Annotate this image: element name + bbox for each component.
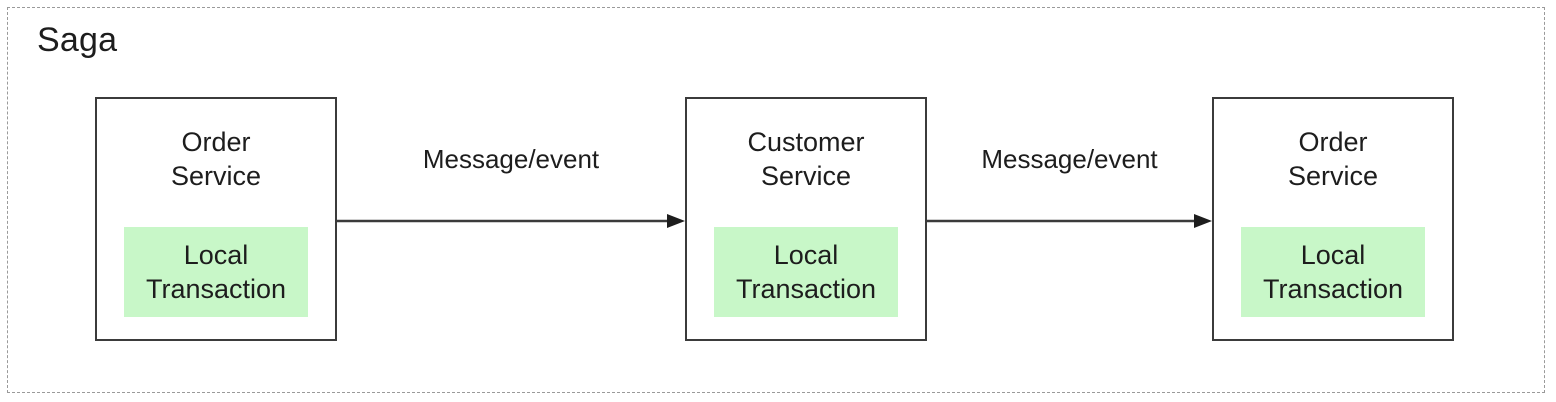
saga-group-frame <box>7 7 1545 393</box>
edge-label-message-event-1: Message/event <box>422 144 600 174</box>
service-box-customer-service[interactable]: Customer Service Local Transaction <box>685 97 927 341</box>
local-transaction-label: Local Transaction <box>1262 240 1404 304</box>
service-title: Order Service <box>170 127 262 191</box>
arrow-right-icon <box>927 214 1212 228</box>
local-transaction-block[interactable]: Local Transaction <box>1241 227 1425 317</box>
service-title: Customer Service <box>747 127 865 191</box>
saga-group-title: Saga <box>37 21 118 59</box>
local-transaction-block[interactable]: Local Transaction <box>714 227 898 317</box>
local-transaction-label: Local Transaction <box>735 240 877 304</box>
edge-label-message-event-2: Message/event <box>981 144 1158 174</box>
edge-arrow-2 <box>927 213 1212 229</box>
service-title: Order Service <box>1287 127 1379 191</box>
service-box-order-service-2[interactable]: Order Service Local Transaction <box>1212 97 1454 341</box>
service-box-order-service-1[interactable]: Order Service Local Transaction <box>95 97 337 341</box>
local-transaction-block[interactable]: Local Transaction <box>124 227 308 317</box>
local-transaction-label: Local Transaction <box>145 240 287 304</box>
edge-arrow-1 <box>337 213 685 229</box>
arrow-right-icon <box>337 214 685 228</box>
